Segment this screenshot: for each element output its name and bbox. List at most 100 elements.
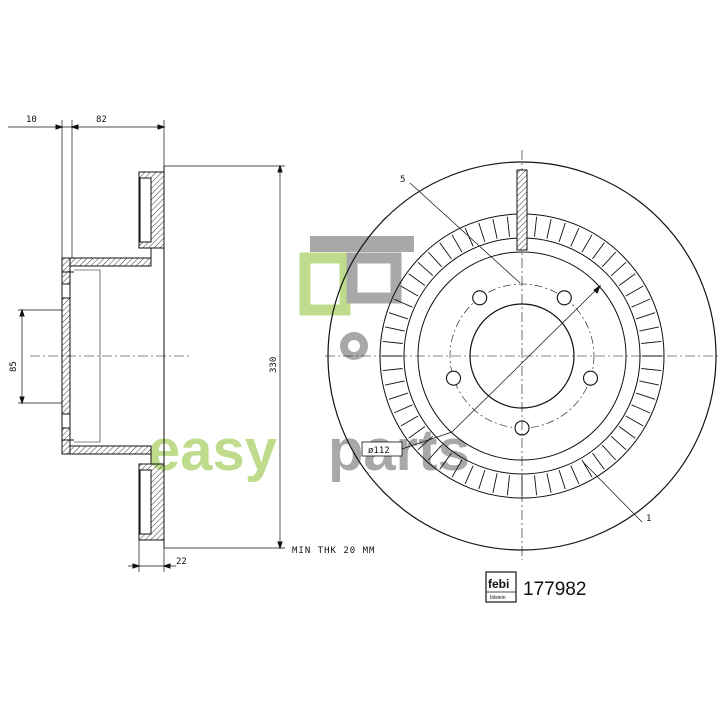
cooling-vane: [558, 469, 566, 490]
cooling-vane: [393, 298, 413, 308]
watermark-easy-text: easy: [148, 418, 277, 483]
vent-gap-upper: [139, 177, 152, 243]
cooling-vane: [610, 261, 627, 277]
part-number: 177982: [523, 579, 586, 600]
cooling-vane: [610, 435, 627, 451]
section-cut-hatch: [516, 169, 528, 251]
cooling-vane: [641, 340, 662, 344]
cooling-vane: [478, 469, 486, 490]
callout-1-label: 1: [646, 514, 651, 524]
cooling-vane: [601, 251, 617, 268]
cooling-vane: [635, 392, 656, 400]
cooling-vane: [639, 326, 659, 332]
side-section-view: [8, 120, 285, 572]
cooling-vane: [417, 261, 434, 277]
bolt-hole: [445, 370, 462, 386]
cooling-vane: [641, 368, 662, 372]
cooling-vane: [464, 227, 474, 247]
cooling-vane: [388, 312, 409, 320]
cooling-vane: [478, 222, 486, 243]
stud-hole-upper: [61, 283, 71, 299]
callout-5-leader: [409, 182, 521, 284]
cooling-vane: [393, 404, 413, 414]
bolt-hole: [472, 290, 488, 306]
stud-hole-lower: [61, 413, 71, 429]
cooling-vane: [625, 285, 644, 297]
cooling-vane: [639, 380, 659, 386]
logo-text: febi: [488, 577, 509, 591]
cooling-vane: [427, 251, 443, 268]
cooling-vane: [618, 426, 636, 439]
cooling-vane: [400, 285, 419, 297]
cooling-vane: [601, 444, 617, 461]
cooling-vane: [439, 242, 452, 260]
cooling-vane: [592, 242, 605, 260]
front-view: [325, 150, 719, 560]
cooling-vane: [546, 219, 552, 239]
arrow-22-right: [162, 563, 171, 569]
arrow-85-bottom: [19, 396, 25, 405]
callout-1-leader: [582, 461, 643, 523]
hat-flange-section: [61, 257, 71, 455]
dim-hat-depth: 82: [96, 115, 107, 125]
cooling-vane: [385, 326, 405, 332]
dim-flange-thickness: 10: [26, 115, 37, 125]
pitch-circle-label: ø112: [368, 446, 390, 456]
arrow-82-right: [157, 124, 166, 130]
cooling-vane: [534, 475, 538, 496]
cooling-vane: [631, 404, 651, 414]
cooling-vane: [546, 473, 552, 493]
logo-subtext: bilstein: [490, 595, 506, 601]
cooling-vane: [382, 340, 403, 344]
cooling-vane: [451, 459, 463, 478]
cooling-vane: [439, 452, 452, 470]
arrow-330-bottom: [277, 541, 283, 550]
watermark: easy parts: [148, 236, 470, 483]
cooling-vane: [506, 216, 510, 237]
cooling-vane: [427, 444, 443, 461]
cooling-vane: [635, 312, 656, 320]
dim-disc-diameter: 330: [269, 357, 279, 373]
dim-disc-thickness: 22: [176, 557, 187, 567]
bolt-hole: [556, 290, 572, 306]
cooling-vane: [618, 273, 636, 286]
watermark-ep-logo-icon: [299, 236, 414, 360]
cooling-vane: [581, 234, 593, 253]
cooling-vane: [492, 473, 498, 493]
arrow-330-top: [277, 164, 283, 173]
hat-wall-upper-section: [69, 257, 152, 267]
cooling-vane: [382, 368, 403, 372]
cooling-vane: [534, 216, 538, 237]
cooling-vane: [388, 392, 409, 400]
cooling-vane: [417, 435, 434, 451]
hat-wall-lower-section: [69, 445, 152, 455]
cooling-vane: [558, 222, 566, 243]
cooling-vane: [570, 227, 580, 247]
arrow-10-right: [70, 124, 79, 130]
cooling-vane: [492, 219, 498, 239]
pitch-label-connector: [401, 431, 453, 450]
cooling-vane: [631, 298, 651, 308]
cooling-vane: [506, 475, 510, 496]
cooling-vane: [625, 415, 644, 427]
arrow-10-left: [55, 124, 64, 130]
arrow-22-left: [132, 563, 141, 569]
cooling-vane: [451, 234, 463, 253]
cooling-vane: [408, 273, 426, 286]
dim-center-bore: 85: [9, 361, 19, 372]
cooling-vane: [408, 426, 426, 439]
min-thickness-note: MIN THK 20 MM: [292, 546, 375, 556]
flange-bolt-lines: [62, 271, 74, 441]
callout-5-label: 5: [400, 175, 405, 185]
arrow-85-top: [19, 308, 25, 317]
pitch-diameter-leader: [451, 285, 601, 433]
cooling-vane: [400, 415, 419, 427]
vent-gap-lower: [139, 469, 152, 535]
febi-bilstein-logo-icon: febi bilstein: [485, 571, 517, 603]
cooling-vane: [464, 465, 474, 485]
bore-hidden-line: [74, 269, 101, 443]
cooling-vane: [385, 380, 405, 386]
cooling-vane: [570, 465, 580, 485]
